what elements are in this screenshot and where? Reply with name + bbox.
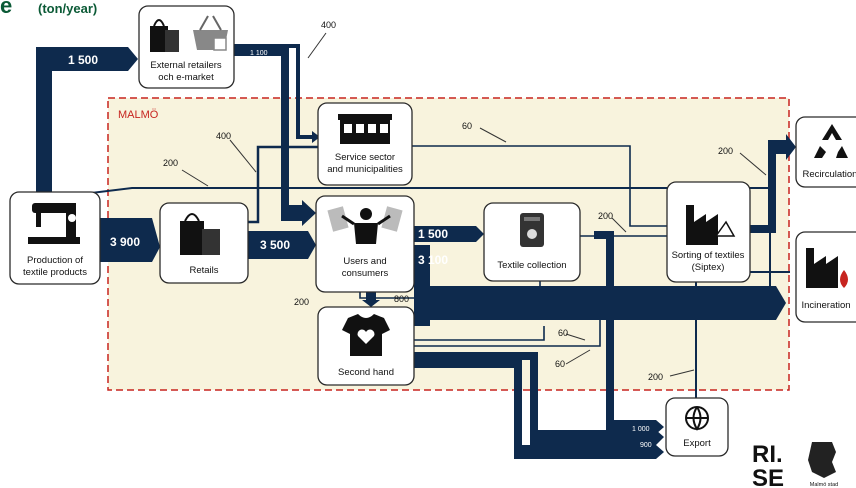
flow-label-retail-users: 3 500 bbox=[260, 238, 290, 252]
flow-secondhand-60b bbox=[414, 320, 601, 347]
shopping-bag-icon bbox=[180, 213, 220, 255]
node-secondhand-label: Second hand bbox=[338, 367, 394, 378]
flow-secondhand-to-export-b bbox=[414, 360, 664, 459]
rise-logo-bottom: SE bbox=[752, 465, 784, 488]
flow-prod-to-service bbox=[248, 145, 318, 224]
tshirt-heart-icon bbox=[342, 314, 390, 356]
malmo-stad-text: Malmö stad bbox=[810, 482, 838, 488]
globe-icon bbox=[685, 406, 709, 431]
node-production: Production of textile products bbox=[9, 191, 101, 285]
factory-fire-icon bbox=[806, 248, 848, 288]
flow-label-prod-external: 1 500 bbox=[68, 53, 98, 67]
node-users-line1: Users and bbox=[343, 256, 386, 267]
flow-service-to-sorting bbox=[412, 145, 668, 227]
basket-icon bbox=[193, 15, 228, 51]
recycle-icon bbox=[814, 124, 848, 158]
title-unit: (ton/year) bbox=[38, 1, 97, 16]
flow-label-users-incineration: 3 100 bbox=[418, 253, 448, 267]
malmo-stad-logo: Malmö stad bbox=[808, 442, 838, 488]
rise-logo: RI. SE bbox=[752, 441, 784, 488]
flow-label-collection-sorting: 200 bbox=[598, 211, 613, 221]
flow-external-to-service bbox=[234, 44, 320, 143]
node-recirculation-label: Recirculation bbox=[803, 169, 856, 180]
flow-prod-to-external bbox=[36, 47, 138, 71]
collection-bin-icon bbox=[520, 213, 544, 247]
node-external-line1: External retailers bbox=[150, 60, 222, 71]
node-sorting-line1: Sorting of textiles bbox=[672, 250, 745, 261]
node-incineration: Incineration bbox=[795, 231, 856, 323]
node-sorting-line2: (Siptex) bbox=[692, 262, 725, 273]
node-export: Export bbox=[665, 397, 729, 457]
flow-users-to-collection bbox=[414, 226, 484, 242]
node-external: External retailers och e-market bbox=[138, 5, 235, 89]
node-users: Users and consumers bbox=[315, 195, 415, 293]
sewing-machine-icon bbox=[28, 203, 80, 244]
flow-users-to-secondhand bbox=[362, 292, 380, 307]
flow-label-secondhand-60b: 60 bbox=[555, 359, 565, 369]
node-service-line1: Service sector bbox=[335, 152, 395, 163]
factory-recycle-icon bbox=[686, 205, 736, 245]
flow-label-external-users: 1 100 bbox=[250, 50, 268, 57]
node-service: Service sector and municipalities bbox=[317, 102, 413, 186]
node-secondhand: Second hand bbox=[317, 306, 415, 386]
node-production-line1: Production of bbox=[27, 255, 83, 266]
flow-label-export-a: 1 000 bbox=[632, 426, 650, 433]
flow-label-prod-retail: 3 900 bbox=[110, 235, 140, 249]
flow-label-to-export-200: 200 bbox=[648, 372, 663, 382]
shopping-bag-icon bbox=[150, 19, 179, 52]
flow-collection-to-export bbox=[594, 231, 664, 434]
flow-secondhand-to-export-a bbox=[414, 352, 664, 445]
flow-retail-to-users bbox=[248, 231, 316, 259]
shop-icon bbox=[338, 114, 392, 144]
flow-sorting-to-recirculation bbox=[750, 134, 796, 233]
flow-label-users-collection: 1 500 bbox=[418, 227, 448, 241]
node-export-label: Export bbox=[683, 438, 711, 449]
flow-users-to-secondhand-200 bbox=[359, 292, 414, 299]
flow-users-to-incineration bbox=[414, 245, 786, 326]
flow-label-users-secondhand-b: 800 bbox=[394, 294, 409, 304]
node-retails-label: Retails bbox=[189, 265, 218, 276]
node-users-line2: consumers bbox=[342, 268, 389, 279]
flow-arrows bbox=[36, 44, 796, 459]
flow-label-service-sorting: 60 bbox=[462, 121, 472, 131]
flow-label-external-service: 400 bbox=[321, 20, 336, 30]
region-label: MALMÖ bbox=[118, 109, 159, 121]
flow-prod-up bbox=[36, 47, 52, 199]
node-recirculation: Recirculation bbox=[795, 116, 856, 188]
node-retails: Retails bbox=[159, 202, 249, 284]
node-collection: Textile collection bbox=[483, 202, 581, 282]
rise-logo-top: RI. bbox=[752, 441, 783, 468]
flow-secondhand-60a bbox=[414, 326, 545, 341]
flow-label-users-secondhand-a: 200 bbox=[294, 297, 309, 307]
consumer-icon bbox=[327, 206, 403, 244]
flow-external-to-users bbox=[234, 48, 316, 226]
node-incineration-label: Incineration bbox=[801, 300, 850, 311]
flow-label-prod-service: 400 bbox=[216, 131, 231, 141]
node-production-line2: textile products bbox=[23, 267, 87, 278]
node-collection-label: Textile collection bbox=[497, 260, 566, 271]
flow-label-export-b: 900 bbox=[640, 442, 652, 449]
flow-label-secondhand-60a: 60 bbox=[558, 328, 568, 338]
node-sorting: Sorting of textiles (Siptex) bbox=[666, 181, 751, 283]
flow-label-sorting-recirculation: 200 bbox=[718, 146, 733, 156]
node-service-line2: and municipalities bbox=[327, 164, 403, 175]
flow-label-prod-sorting: 200 bbox=[163, 158, 178, 168]
title-fragment: e bbox=[0, 0, 12, 18]
flow-prod-to-retail bbox=[100, 218, 160, 262]
node-external-line2: och e-market bbox=[158, 72, 214, 83]
